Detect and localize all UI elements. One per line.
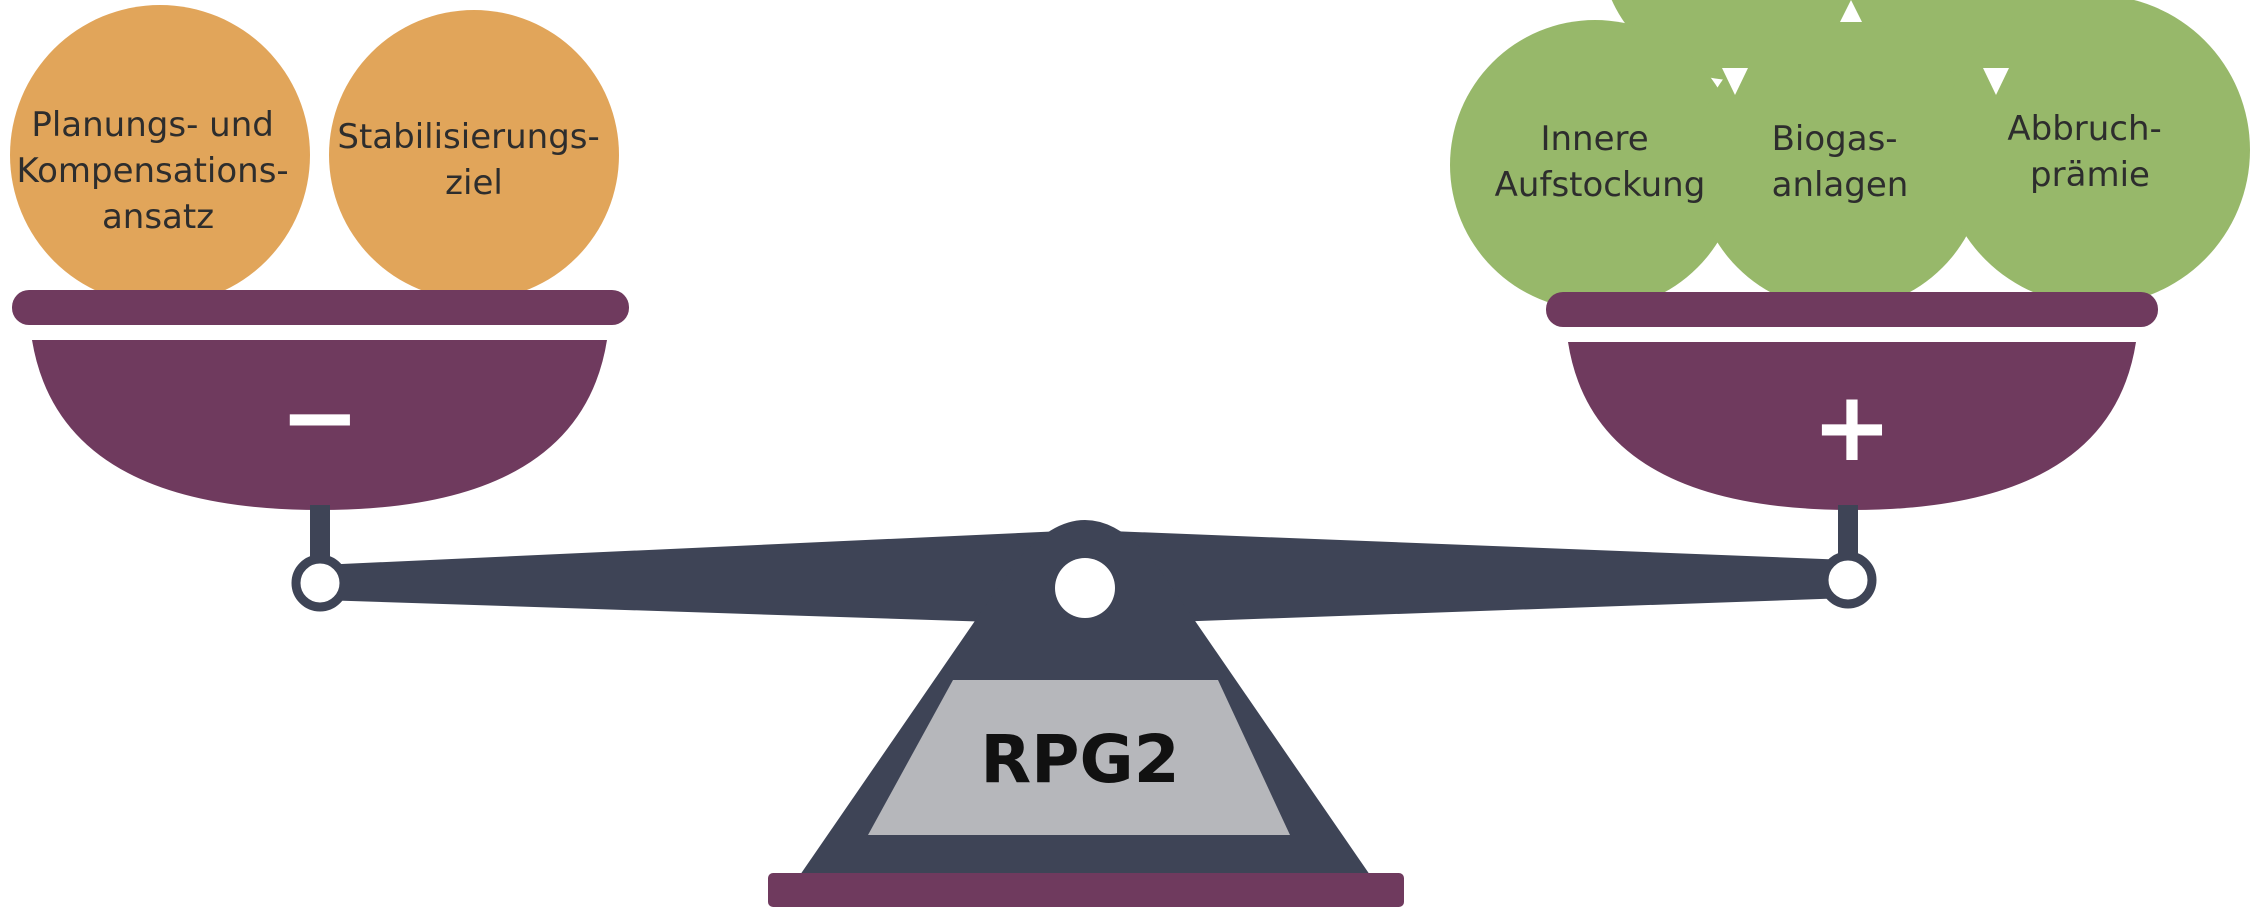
beam-arm (320, 530, 1085, 625)
right-pan-stem (1838, 505, 1858, 557)
pivot-hole (1055, 558, 1115, 618)
ball-stabilisierungsziel (329, 10, 619, 300)
ball-label: Biogas- anlagen (1772, 119, 1909, 205)
ball-abbruchpraemie (1940, 0, 2250, 305)
scale-beam (291, 530, 1877, 625)
ball-planungs-kompensationsansatz (10, 5, 310, 305)
ball-label: Planungs- und Kompensations- ansatz (16, 105, 299, 237)
gap-triangle (1840, 0, 1862, 22)
left-pan-balls (10, 5, 619, 305)
ball-labels: Planungs- und Kompensations- ansatz Stab… (16, 105, 2172, 237)
left-hinge (291, 554, 349, 612)
left-pan: − (12, 290, 629, 560)
label-panel (868, 680, 1290, 835)
right-pan: + (1546, 292, 2158, 557)
left-pan-sign: − (280, 361, 360, 473)
gap-triangle (1983, 68, 2009, 95)
right-pan-balls (1450, 0, 2250, 310)
base-label: RPG2 (980, 721, 1179, 798)
ball-label: Innere Aufstockung (1495, 119, 1706, 205)
left-pan-rim (12, 290, 629, 325)
base-plate (768, 873, 1404, 907)
gap-triangle (1722, 68, 1748, 95)
right-pan-rim (1546, 292, 2158, 327)
right-pan-sign: + (1812, 371, 1892, 483)
scale-stand: RPG2 (768, 520, 1404, 907)
left-pan-bowl (32, 340, 607, 510)
right-hinge (1819, 551, 1877, 609)
right-pan-bowl (1568, 342, 2136, 510)
beam-arm (1085, 530, 1848, 625)
ball-label: Stabilisierungs- ziel (337, 117, 610, 203)
ball-biogas-anlagen (1695, 20, 1985, 310)
ball-innere-aufstockung (1450, 20, 1740, 310)
left-pan-stem (310, 505, 330, 560)
ball-label: Abbruch- prämie (2007, 109, 2172, 195)
